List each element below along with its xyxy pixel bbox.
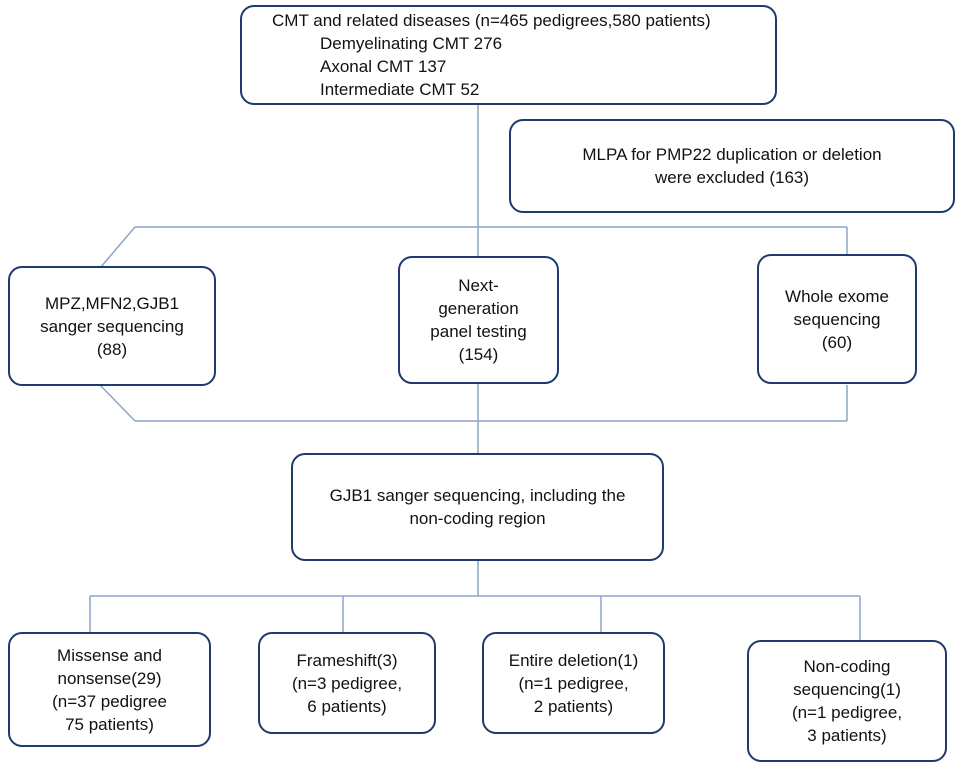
mlpa-box: MLPA for PMP22 duplication or deletion w… (509, 119, 955, 213)
top-box-title: CMT and related diseases (n=465 pedigree… (272, 11, 711, 30)
gjb1-box: GJB1 sanger sequencing, including the no… (291, 453, 664, 561)
top-box: CMT and related diseases (n=465 pedigree… (240, 5, 777, 105)
missense-line-3: (n=37 pedigree (52, 691, 167, 711)
frameshift-line-3: 6 patients) (307, 696, 387, 716)
wes-line-1: Whole exome (785, 286, 889, 306)
frameshift-box: Frameshift(3) (n=3 pedigree, 6 patients) (258, 632, 436, 734)
sanger-box: MPZ,MFN2,GJB1 sanger sequencing (88) (8, 266, 216, 386)
ngs-line-2: generation (438, 299, 519, 318)
connector-upper-left (99, 226, 136, 269)
mlpa-line-2: were excluded (163) (654, 168, 810, 187)
top-box-line-3: Intermediate CMT 52 (320, 80, 480, 99)
sanger-line-1: MPZ,MFN2,GJB1 (44, 293, 180, 313)
ngs-line-1: Next- (458, 276, 499, 295)
deletion-line-2: (n=1 pedigree, (518, 673, 629, 693)
wes-line-2: sequencing (793, 309, 881, 329)
frameshift-line-1: Frameshift(3) (296, 650, 398, 670)
mlpa-line-1: MLPA for PMP22 duplication or deletion (582, 145, 882, 164)
ngs-line-4: (154) (458, 345, 499, 364)
connector-lower-left (99, 384, 136, 422)
gjb1-line-1: GJB1 sanger sequencing, including the (329, 486, 626, 505)
top-box-line-2: Axonal CMT 137 (320, 57, 447, 76)
missense-box: Missense and nonsense(29) (n=37 pedigree… (8, 632, 211, 747)
ngs-box: Next- generation panel testing (154) (398, 256, 559, 384)
sanger-line-2: sanger sequencing (40, 316, 184, 336)
ngs-line-3: panel testing (430, 322, 527, 341)
sanger-line-3: (88) (96, 339, 128, 359)
deletion-box: Entire deletion(1) (n=1 pedigree, 2 pati… (482, 632, 665, 734)
deletion-line-3: 2 patients) (533, 696, 614, 716)
top-box-line-1: Demyelinating CMT 276 (320, 34, 503, 53)
noncoding-box: Non-coding sequencing(1) (n=1 pedigree, … (747, 640, 947, 762)
gjb1-line-2: non-coding region (409, 509, 546, 528)
noncoding-line-2: sequencing(1) (793, 680, 901, 699)
wes-line-3: (60) (821, 332, 853, 352)
wes-box: Whole exome sequencing (60) (757, 254, 917, 384)
noncoding-line-1: Non-coding (803, 657, 891, 676)
missense-line-1: Missense and (57, 645, 162, 665)
noncoding-line-3: (n=1 pedigree, (791, 703, 903, 722)
missense-line-4: 75 patients) (65, 714, 154, 734)
missense-line-2: nonsense(29) (57, 668, 162, 688)
frameshift-line-2: (n=3 pedigree, (291, 673, 403, 693)
noncoding-line-4: 3 patients) (807, 726, 887, 745)
deletion-line-1: Entire deletion(1) (508, 650, 639, 670)
